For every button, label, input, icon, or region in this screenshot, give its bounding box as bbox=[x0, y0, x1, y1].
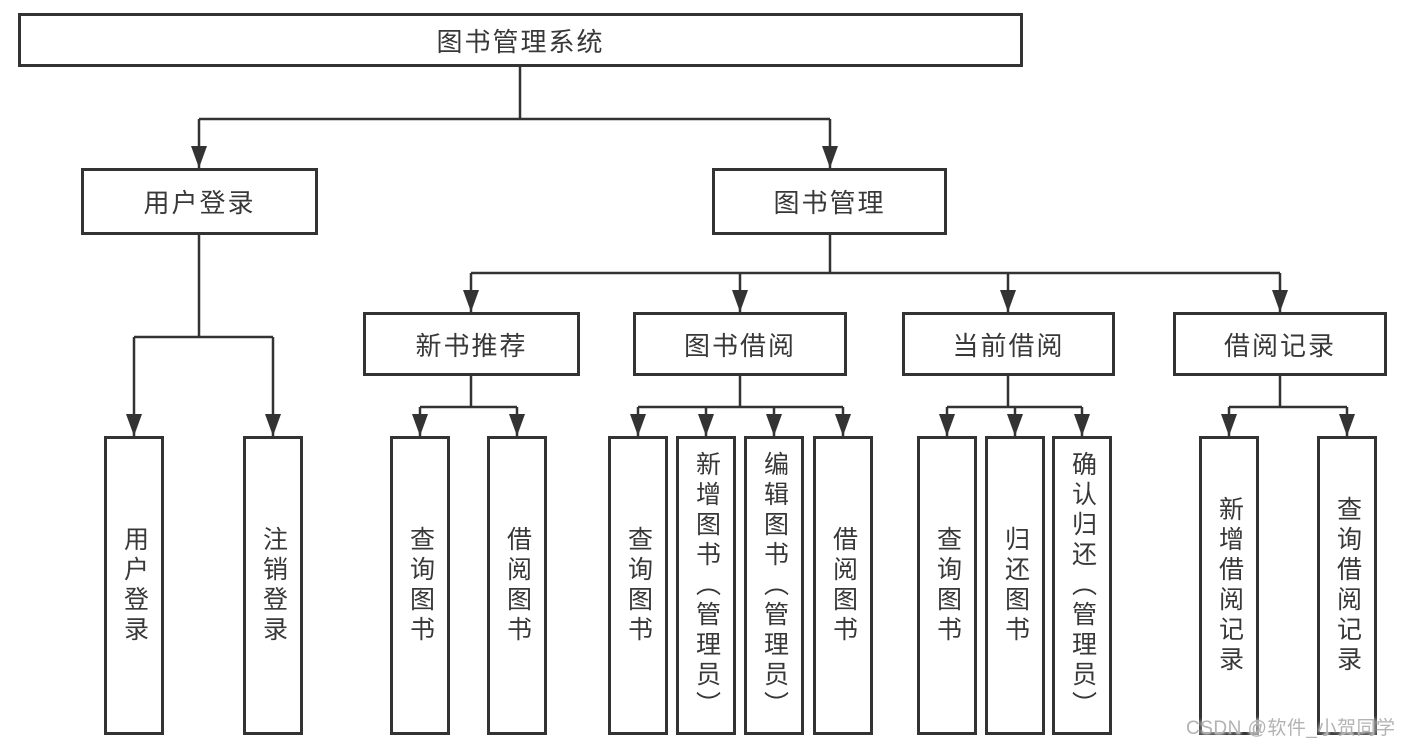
leaf-query-books-current: 查询图书 bbox=[917, 436, 977, 735]
leaf-logout: 注销登录 bbox=[243, 436, 303, 735]
leaf-borrow-books-recommend: 借阅图书 bbox=[487, 436, 547, 735]
node-borrowing-records: 借阅记录 bbox=[1173, 312, 1387, 376]
node-user-login: 用户登录 bbox=[81, 168, 318, 235]
node-book-management: 图书管理 bbox=[712, 168, 947, 235]
leaf-borrow-books-borrowing: 借阅图书 bbox=[813, 436, 873, 735]
leaf-query-books-recommend: 查询图书 bbox=[390, 436, 450, 735]
node-current-borrowing: 当前借阅 bbox=[902, 312, 1115, 376]
csdn-watermark: CSDN @软件_小贺同学 bbox=[1186, 718, 1396, 739]
leaf-add-book-admin: 新增图书（管理员） bbox=[676, 436, 736, 735]
leaf-confirm-return-admin: 确认归还（管理员） bbox=[1052, 436, 1112, 735]
leaf-user-login: 用户登录 bbox=[104, 436, 164, 735]
leaf-add-borrow-record: 新增借阅记录 bbox=[1199, 436, 1259, 735]
leaf-return-books: 归还图书 bbox=[985, 436, 1045, 735]
leaf-edit-book-admin: 编辑图书（管理员） bbox=[744, 436, 804, 735]
leaf-query-books-borrowing: 查询图书 bbox=[608, 436, 668, 735]
node-new-book-recommend: 新书推荐 bbox=[363, 312, 580, 376]
node-library-system: 图书管理系统 bbox=[18, 13, 1023, 67]
node-book-borrowing: 图书借阅 bbox=[633, 312, 847, 376]
leaf-query-borrow-record: 查询借阅记录 bbox=[1317, 436, 1377, 735]
